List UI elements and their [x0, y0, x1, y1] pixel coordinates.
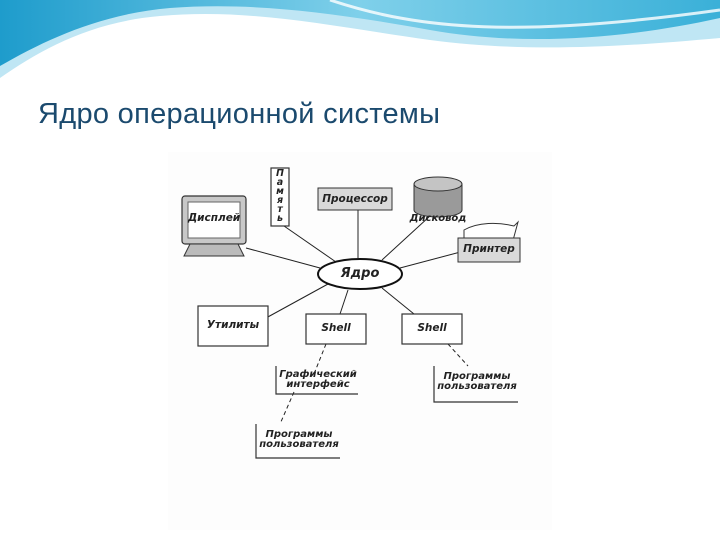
display-monitor: [181, 195, 247, 257]
display-label: Дисплей: [187, 212, 241, 224]
edge-shell-2: [381, 287, 415, 315]
memory-letter: м: [276, 186, 284, 197]
shell-2-label: Shell: [417, 322, 447, 334]
disk-cylinder: [413, 176, 463, 218]
memory-box: [270, 167, 290, 227]
utilities-label: Утилиты: [206, 319, 260, 331]
edge-userprog-2: [447, 343, 469, 367]
kernel-diagram: Дисплей П а м я т ь Процессор Дисковод П…: [168, 152, 552, 530]
cpu-label: Процессор: [322, 193, 388, 205]
userprog-line: пользователя: [259, 439, 339, 450]
gui-label: Графический интерфейс: [278, 370, 358, 390]
gui-frame: [275, 366, 358, 395]
kernel-ellipse: [317, 258, 403, 290]
wave-highlight: [329, 0, 720, 29]
edge-shell-1: [339, 289, 349, 315]
edge-userprog-1: [279, 391, 295, 425]
shell-1-label: Shell: [321, 322, 351, 334]
memory-label: П а м я т ь: [271, 168, 289, 224]
memory-letter: а: [276, 177, 284, 188]
edge-disk: [381, 215, 431, 261]
shell-1-box: [305, 313, 367, 345]
gui-line: Графический: [279, 369, 357, 380]
disk-label: Дисковод: [409, 213, 467, 224]
edge-printer: [399, 249, 469, 269]
userprog-line: пользователя: [437, 381, 517, 392]
userprog-1-label: Программы пользователя: [258, 430, 340, 450]
printer-label: Принтер: [463, 243, 515, 255]
shell-2-box: [401, 313, 463, 345]
memory-letter: П: [276, 168, 284, 179]
header-waves: [0, 0, 720, 78]
printer-box: [457, 237, 521, 263]
wave-front: [0, 0, 720, 66]
userprog-2-frame: [433, 366, 518, 403]
diagram-edges: [181, 167, 521, 459]
utilities-box: [197, 305, 269, 347]
memory-letter: я: [276, 195, 284, 206]
cpu-box: [317, 187, 393, 211]
edge-memory: [283, 225, 337, 263]
slide-title: Ядро операционной системы: [38, 98, 441, 130]
memory-letter: т: [277, 204, 283, 215]
kernel-label: Ядро: [340, 266, 380, 281]
userprog-line: Программы: [265, 429, 333, 440]
userprog-1-frame: [255, 424, 340, 459]
edge-utilities: [265, 283, 329, 319]
gui-line: интерфейс: [286, 379, 350, 390]
edge-gui: [313, 343, 327, 375]
memory-letter: ь: [276, 213, 283, 224]
userprog-2-label: Программы пользователя: [436, 372, 518, 392]
userprog-line: Программы: [443, 371, 511, 382]
edge-display: [245, 247, 321, 269]
